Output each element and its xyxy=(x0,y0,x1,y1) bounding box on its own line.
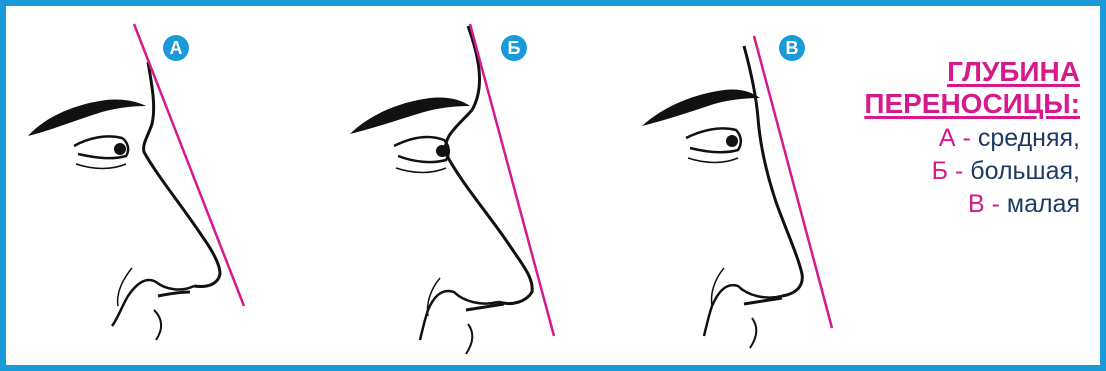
legend-item-a-dash: - xyxy=(963,124,971,152)
nostril-b xyxy=(420,291,498,340)
legend-item-b: Б - большая, xyxy=(864,157,1080,186)
legend-item-a-letter: А xyxy=(939,124,956,152)
legend-item-v-text: малая xyxy=(1007,190,1080,218)
lip-a xyxy=(154,310,161,340)
legend-item-b-text: большая, xyxy=(970,157,1080,185)
cheek-line-b xyxy=(428,278,441,316)
lip-v xyxy=(750,318,756,348)
profile-line-b xyxy=(470,24,554,336)
nostril-mark-v xyxy=(744,298,782,304)
profile-a: А xyxy=(28,24,244,340)
profile-v: В xyxy=(642,35,832,348)
badge-v: В xyxy=(779,35,805,61)
nostril-a xyxy=(112,280,194,326)
legend-item-v-letter: В xyxy=(968,190,985,218)
badge-b: Б xyxy=(501,35,527,61)
profile-b: Б xyxy=(350,24,554,354)
legend-item-a: А - средняя, xyxy=(864,124,1080,153)
profile-line-v xyxy=(754,36,832,328)
eye-crease-b xyxy=(396,168,446,173)
eye-crease-a xyxy=(76,164,126,169)
legend-item-v: В - малая xyxy=(864,190,1080,219)
badge-a-label: А xyxy=(170,38,183,58)
eyebrow-a xyxy=(28,99,146,136)
legend-item-a-text: средняя, xyxy=(978,124,1080,152)
legend-item-b-dash: - xyxy=(955,157,963,185)
nose-outline-b xyxy=(445,26,532,304)
badge-b-label: Б xyxy=(508,38,521,58)
eyebrow-b xyxy=(350,97,470,134)
legend-item-b-letter: Б xyxy=(932,157,948,185)
badge-a: А xyxy=(163,35,189,61)
legend-item-v-dash: - xyxy=(992,190,1000,218)
nose-outline-a xyxy=(144,62,220,287)
nostril-v xyxy=(704,285,782,336)
nostril-mark-a xyxy=(158,292,190,296)
nose-outline-v xyxy=(744,46,802,296)
badge-v-label: В xyxy=(786,38,799,58)
lip-b xyxy=(466,324,472,354)
legend-title-line1: ГЛУБИНА xyxy=(864,56,1080,88)
eyebrow-v xyxy=(642,89,760,126)
pupil-a xyxy=(114,143,126,155)
nostril-mark-b xyxy=(466,304,504,310)
legend: ГЛУБИНА ПЕРЕНОСИЦЫ: А - средняя, Б - бол… xyxy=(864,56,1080,219)
eye-crease-v xyxy=(688,158,738,163)
legend-title-line2: ПЕРЕНОСИЦЫ: xyxy=(864,88,1080,120)
pupil-v xyxy=(726,135,738,147)
